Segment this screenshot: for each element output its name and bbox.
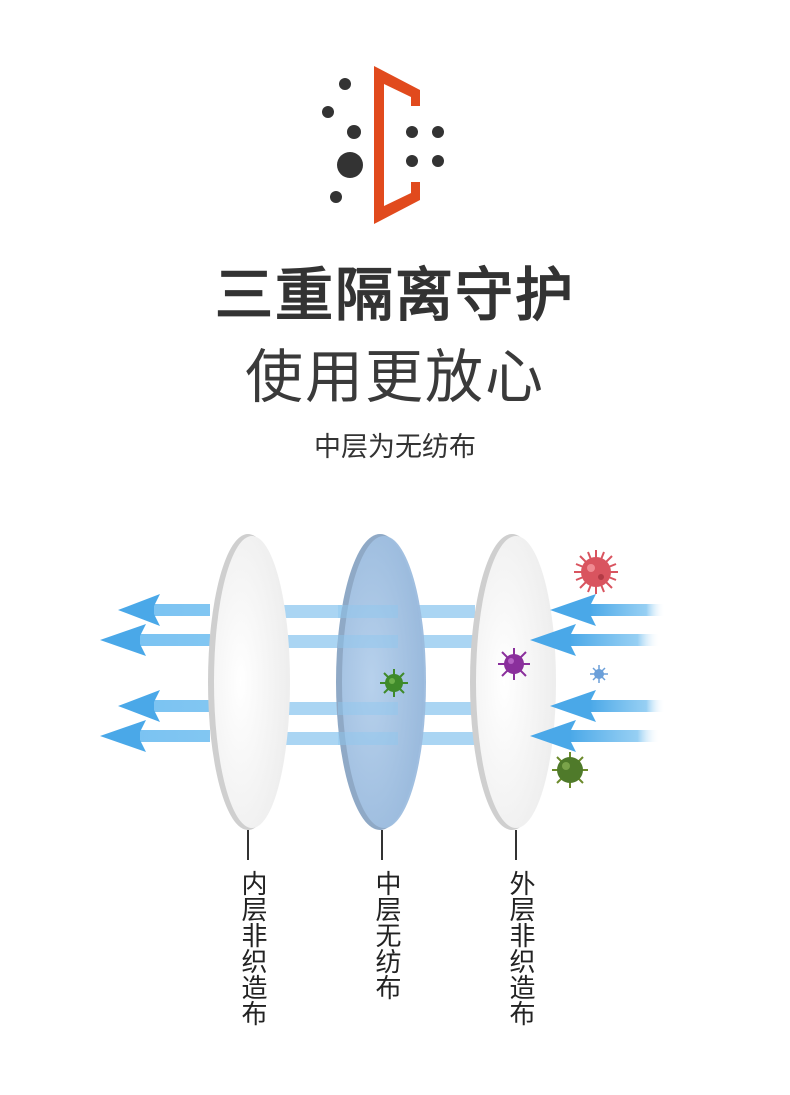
outer-layer-disc [470, 534, 556, 860]
outflow-arrows [100, 594, 210, 752]
page-title: 三重隔离守护 [214, 261, 575, 329]
middle-layer-disc [336, 534, 426, 860]
arrow-icon [118, 690, 210, 722]
barrier-bracket [374, 66, 420, 224]
particle-dots [322, 78, 444, 203]
virus-icon [380, 669, 408, 697]
inner-layer-disc [208, 534, 290, 860]
arrow-icon [100, 624, 210, 656]
virus-icon [590, 665, 608, 683]
middle-layer-label: 中层无纺布 [371, 870, 401, 1000]
virus-icon [552, 752, 588, 788]
caption-text: 中层为无纺布 [314, 432, 476, 463]
filter-logo-icon [322, 66, 444, 224]
inner-layer-label: 内层非织造布 [237, 870, 267, 1026]
inflow-arrows [530, 594, 665, 752]
arrow-icon [550, 690, 665, 722]
virus-icon [498, 648, 530, 680]
arrow-icon [530, 624, 660, 656]
arrow-icon [100, 720, 210, 752]
page-subtitle: 使用更放心 [244, 343, 545, 411]
outer-layer-label: 外层非织造布 [505, 870, 535, 1026]
arrow-icon [118, 594, 210, 626]
virus-icon [574, 550, 618, 594]
filter-layers-diagram [100, 534, 665, 860]
arrow-icon [530, 720, 660, 752]
arrow-icon [550, 594, 665, 626]
